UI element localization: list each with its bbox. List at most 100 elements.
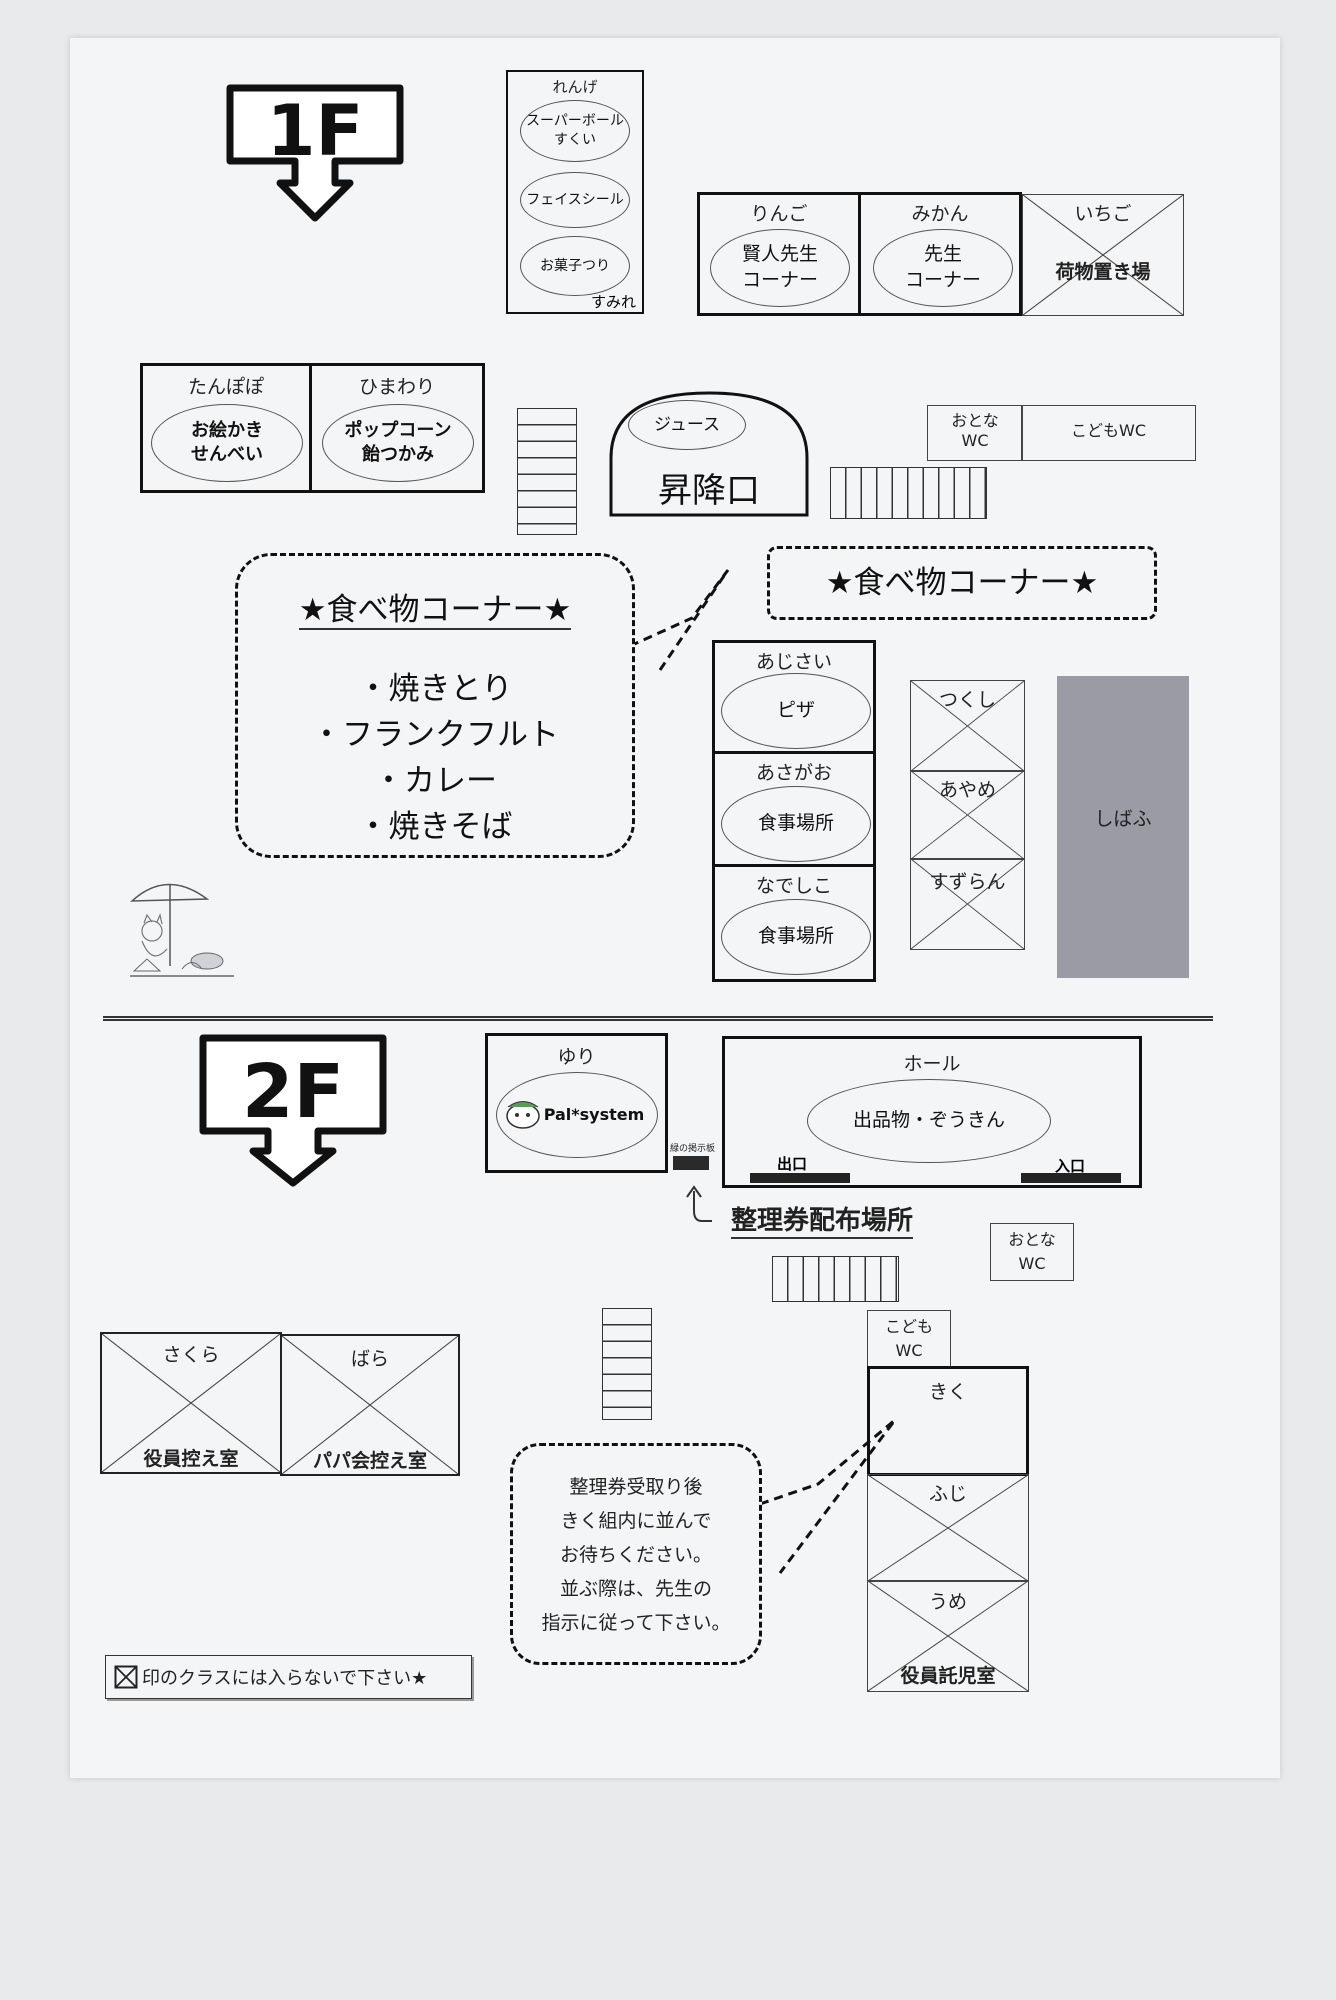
room-tsukushi-name: つくし bbox=[938, 689, 996, 711]
green-board bbox=[673, 1156, 709, 1170]
ticket-place-label: 整理券配布場所 bbox=[731, 1200, 914, 1239]
note-line-4: 並ぶ際は、先生の bbox=[559, 1578, 712, 1600]
cat-picnic-illustration bbox=[130, 883, 234, 977]
renge-superball-oval: スーパーボール すくい bbox=[520, 100, 630, 162]
hall-exit-door bbox=[750, 1173, 850, 1183]
ringo-activity-2: コーナー bbox=[741, 269, 818, 291]
room-fuji-name: ふじ bbox=[928, 1483, 967, 1505]
room-mikan: みかん 先生 コーナー bbox=[858, 192, 1022, 316]
room-nadeshiko-name: なでしこ bbox=[755, 875, 832, 897]
wc-child-2f: こども WC bbox=[867, 1310, 951, 1368]
floor-2f-label: 2F bbox=[242, 1049, 344, 1135]
floor-1f-label: 1F bbox=[267, 90, 364, 172]
wc-child-2f-line1: こども bbox=[884, 1317, 933, 1336]
room-hall: ホール 出品物・ぞうきん 出口 入口 bbox=[722, 1036, 1142, 1188]
note-bubble-tail bbox=[760, 1418, 897, 1574]
green-board-label: 緑の掲示板 bbox=[670, 1144, 716, 1154]
wc-adult-1f-line2: WC bbox=[961, 431, 989, 450]
food-item-yakisoba: ・焼きそば bbox=[357, 809, 513, 845]
note-line-1: 整理券受取り後 bbox=[569, 1476, 703, 1498]
legend-text: 印のクラスには入らないで下さい★ bbox=[142, 1668, 428, 1689]
room-kiku-name: きく bbox=[928, 1381, 967, 1403]
stairs-1f-left bbox=[517, 408, 577, 535]
bara-activity: パパ会控え室 bbox=[312, 1450, 427, 1472]
renge-candy-oval: お菓子つり bbox=[520, 236, 630, 296]
mikan-activity-1: 先生 bbox=[923, 243, 962, 266]
wc-child-1f-label: こどもWC bbox=[1071, 421, 1146, 440]
childcare-label: 役員託児室 bbox=[900, 1665, 996, 1687]
wc-adult-1f: おとな WC bbox=[927, 405, 1023, 461]
hall-exit-label: 出口 bbox=[777, 1155, 808, 1173]
legend-box: 印のクラスには入らないで下さい★ bbox=[105, 1655, 472, 1699]
ringo-activity-oval: 賢人先生 コーナー bbox=[710, 229, 850, 307]
room-sakura-name: さくら bbox=[162, 1344, 220, 1366]
room-mikan-name: みかん bbox=[911, 203, 969, 225]
room-ringo-name: りんご bbox=[750, 203, 808, 225]
wc-child-2f-line2: WC bbox=[895, 1341, 923, 1360]
room-hall-name: ホール bbox=[903, 1053, 961, 1075]
yuri-activity: Pal*system bbox=[543, 1105, 645, 1125]
himawari-activity-oval: ポップコーン 飴つかみ bbox=[322, 404, 474, 482]
lawn-label: しばふ bbox=[1094, 808, 1152, 830]
floor-2f-arrow-sign: 2F bbox=[199, 1034, 387, 1187]
sakura-activity: 役員控え室 bbox=[143, 1448, 239, 1470]
room-ayame-name: あやめ bbox=[938, 779, 996, 801]
room-yuri: ゆり Pal*system bbox=[485, 1033, 668, 1173]
room-renge-name: れんげ bbox=[552, 78, 598, 96]
room-fuji-closed: ふじ bbox=[867, 1474, 1029, 1582]
himawari-activity-1: ポップコーン bbox=[344, 419, 452, 441]
note-line-2: きく組内に並んで bbox=[560, 1510, 712, 1532]
juice-oval: ジュース bbox=[628, 400, 746, 450]
room-suzuran-name: すずらん bbox=[929, 871, 1006, 893]
room-ichigo-name: いちご bbox=[1074, 203, 1132, 225]
himawari-activity-2: 飴つかみ bbox=[362, 444, 434, 465]
food-bubble-tail bbox=[630, 569, 730, 671]
room-asagao-name: あさがお bbox=[755, 762, 832, 784]
room-bara-name: ばら bbox=[350, 1348, 389, 1370]
mikan-activity-2: コーナー bbox=[904, 269, 981, 291]
room-tanpopo-name: たんぽぽ bbox=[187, 376, 264, 398]
ajisai-activity: ピザ bbox=[776, 699, 815, 722]
note-bubble: 整理券受取り後 きく組内に並んで お待ちください。 並ぶ際は、先生の 指示に従っ… bbox=[510, 1443, 762, 1665]
yuri-activity-oval: Pal*system bbox=[496, 1072, 658, 1158]
room-sumire-name: すみれ bbox=[590, 293, 636, 311]
ajisai-activity-oval: ピザ bbox=[721, 673, 871, 749]
stairs-2f-right bbox=[772, 1256, 899, 1302]
room-bara-closed: ばら パパ会控え室 bbox=[280, 1334, 460, 1476]
room-renge: れんげ スーパーボール すくい フェイスシール お菓子つり すみれ bbox=[506, 70, 644, 314]
room-suzuran-closed: すずらん bbox=[910, 858, 1025, 950]
ichigo-activity: 荷物置き場 bbox=[1055, 261, 1151, 283]
food-item-frankfurt: ・フランクフルト bbox=[311, 717, 559, 753]
nadeshiko-activity-oval: 食事場所 bbox=[721, 899, 871, 975]
stairs-2f-left bbox=[602, 1308, 652, 1420]
ticket-arrow-icon bbox=[686, 1185, 712, 1222]
hall-activity-oval: 出品物・ぞうきん bbox=[807, 1079, 1051, 1163]
food-bubble: ★食べ物コーナー★ ・焼きとり ・フランクフルト ・カレー ・焼きそば bbox=[235, 553, 635, 858]
renge-facesticker-oval: フェイスシール bbox=[520, 172, 630, 228]
room-ume-closed: うめ 役員託児室 bbox=[867, 1580, 1029, 1692]
room-tanpopo: たんぽぽ お絵かき せんべい bbox=[140, 363, 312, 493]
entrance-shape bbox=[609, 391, 809, 517]
tanpopo-activity-1: お絵かき bbox=[191, 419, 263, 441]
room-ringo: りんご 賢人先生 コーナー bbox=[697, 192, 861, 316]
palsystem-logo-icon bbox=[506, 1101, 540, 1129]
room-ichigo-closed: いちご 荷物置き場 bbox=[1022, 194, 1184, 316]
tanpopo-activity-2: せんべい bbox=[191, 444, 263, 465]
wc-adult-2f-line2: WC bbox=[1018, 1254, 1046, 1273]
entrance-label: 昇降口 bbox=[658, 471, 760, 511]
mikan-activity-oval: 先生 コーナー bbox=[873, 229, 1013, 307]
renge-activity-3: フェイスシール bbox=[526, 191, 624, 208]
food-corner-banner-label: ★食べ物コーナー★ bbox=[825, 565, 1099, 601]
food-item-yakitori: ・焼きとり bbox=[357, 671, 513, 707]
juice-label: ジュース bbox=[654, 414, 720, 435]
asagao-activity: 食事場所 bbox=[757, 812, 834, 835]
floor-1f-arrow-sign: 1F bbox=[226, 84, 404, 222]
closed-room-x-icon bbox=[114, 1665, 138, 1689]
room-himawari: ひまわり ポップコーン 飴つかみ bbox=[309, 363, 485, 493]
room-ayame-closed: あやめ bbox=[910, 770, 1025, 860]
food-bubble-title: ★食べ物コーナー★ bbox=[298, 592, 572, 630]
wc-adult-2f: おとな WC bbox=[990, 1223, 1074, 1281]
room-ajisai-name: あじさい bbox=[755, 651, 832, 673]
wc-adult-2f-line1: おとな bbox=[1008, 1230, 1056, 1249]
room-himawari-name: ひまわり bbox=[358, 376, 435, 398]
